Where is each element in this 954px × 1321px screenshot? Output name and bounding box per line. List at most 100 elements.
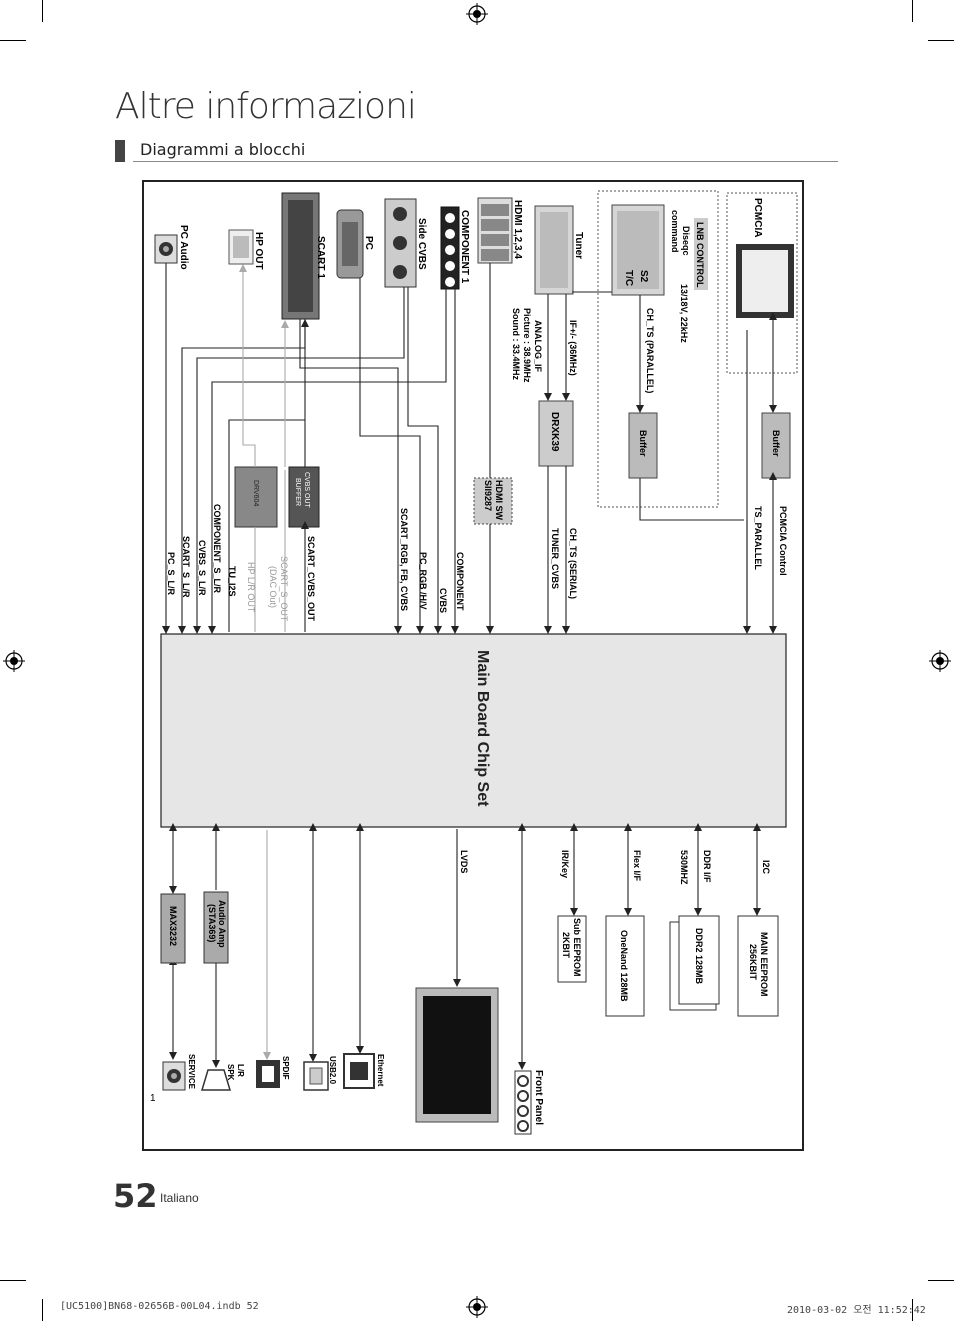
service-jack	[162, 1061, 186, 1091]
hdmi-switch-label-2: SII9287	[483, 480, 493, 511]
cvbs-out-label-1: CVBS OUT	[303, 472, 310, 509]
sub-eeprom-label-2: 2KBIT	[561, 932, 571, 959]
hdmi-switch-block	[473, 477, 513, 525]
crop-mark	[42, 0, 43, 22]
main-eeprom-label-2: 256KBIT	[748, 944, 758, 981]
sig-picture: Picture : 38.9MHz	[522, 308, 532, 383]
buffer-mid-label: Buffer	[638, 430, 648, 457]
registration-mark-right	[929, 650, 951, 672]
scart-connector	[281, 192, 320, 320]
side-cvbs-label: Side CVBS	[416, 218, 427, 270]
hp-out-label: HP OUT	[253, 232, 264, 270]
sig-analog-if: ANALOG_IF	[533, 320, 543, 373]
lcd-panel	[415, 987, 499, 1123]
lnb-control-label: LNB CONTROL	[695, 222, 705, 288]
component-label: COMPONENT 1	[459, 210, 470, 284]
audio-amp-label-2: (STA369)	[207, 904, 217, 942]
crop-mark	[0, 1280, 26, 1281]
sig-530mhz: 530MHZ	[679, 850, 689, 885]
registration-mark-left	[3, 650, 25, 672]
sig-ts-parallel: TS_PARALLEL	[753, 506, 763, 570]
sig-tuner-cvbs: TUNER_CVBS	[550, 528, 560, 589]
sig-pc-s-lr: PC_S_L/R	[166, 552, 176, 596]
audio-amp-block	[203, 891, 229, 964]
max3232-block	[160, 893, 186, 964]
buffer-mid-block	[628, 412, 658, 479]
page-language: Italiano	[160, 1191, 199, 1205]
cvbs-out-label-2: BUFFER	[294, 478, 301, 506]
audio-amp-label-1: Audio Amp	[217, 900, 227, 948]
footer-file-info: [UC5100]BN68-02656B-00L04.indb 52	[60, 1301, 259, 1312]
sig-flex-if: Flex I/F	[632, 850, 642, 882]
front-panel-label: Front Panel	[533, 1070, 544, 1125]
crop-mark	[912, 0, 913, 22]
main-board-chip-label: Main Board Chip Set	[474, 650, 491, 807]
sig-scart-rgb: SCART_RGB, FB, CVBS	[399, 508, 409, 611]
main-board-chip	[160, 633, 787, 828]
pcmcia-slot	[736, 244, 794, 318]
diagram-frame	[142, 180, 804, 1151]
tc-label: T/C	[623, 270, 634, 286]
ethernet-port	[343, 1053, 375, 1089]
s2-tc-tuner-module	[611, 204, 665, 296]
lr-label: L/R	[236, 1064, 245, 1077]
section-title: Diagrammi a blocchi	[140, 140, 306, 159]
pcmcia-label: PCMCIA	[752, 198, 763, 237]
sig-sound: Sound : 33.4MHz	[511, 308, 521, 381]
crop-mark	[912, 1299, 913, 1321]
footer-timestamp: 2010-03-02 오전 11:52:42	[787, 1305, 926, 1316]
max3232-label: MAX3232	[168, 906, 178, 946]
sub-eeprom-label-1: Sub EEPROM	[572, 918, 582, 977]
satellite-group	[597, 190, 719, 508]
sig-i2c: I2C	[761, 860, 771, 875]
sig-ch-ts-parallel: CH_TS (PARALLEL)	[645, 308, 655, 393]
sig-13-18v: 13/18V, 22kHz	[679, 284, 689, 343]
sig-dac-out: (DAC Out)	[268, 566, 278, 608]
sig-if: IF+/- (36MHz)	[568, 320, 578, 376]
pc-audio-jack	[154, 234, 178, 264]
crop-mark	[0, 40, 26, 41]
registration-mark-bottom	[466, 1296, 488, 1318]
usb-port	[303, 1061, 329, 1091]
sig-ch-ts-serial: CH_TS (SERIAL)	[568, 528, 578, 599]
sig-component-s-lr: COMPONENT_S_L/R	[212, 504, 222, 594]
sig-component: COMPONENT	[455, 552, 465, 611]
sig-pcmcia-control: PCMCIA Control	[778, 506, 788, 576]
service-label: SERVICE	[187, 1054, 196, 1090]
ethernet-label: Ethernet	[376, 1054, 385, 1087]
sig-scart-s-out: SCART_S_OUT	[279, 556, 289, 622]
spdif-port	[256, 1060, 280, 1088]
side-cvbs-connector	[384, 198, 417, 288]
sig-hp-lr-out: HP L/R OUT	[246, 562, 256, 613]
sig-pc-rgb: PC_RGB /H/V	[418, 552, 428, 610]
section-divider	[133, 161, 838, 162]
crop-mark	[42, 1299, 43, 1321]
spk-label: SPK	[226, 1064, 235, 1081]
usb-label: USB2.0	[328, 1056, 337, 1085]
page-title: Altre informazioni	[115, 86, 417, 127]
crop-mark	[928, 1280, 954, 1281]
page-number: 52	[113, 1177, 158, 1215]
sig-cvbs: CVBS	[438, 588, 448, 613]
lnb-control-box	[694, 218, 708, 290]
buffer-top-label: Buffer	[771, 430, 781, 457]
tuner-module	[534, 205, 574, 295]
drxk39-block	[538, 400, 574, 467]
hdmi-connectors	[477, 197, 513, 264]
pc-audio-label: PC Audio	[178, 225, 189, 270]
tuner-label: Tuner	[573, 232, 584, 259]
crop-mark	[928, 40, 954, 41]
sig-scart-cvbs-out: SCART_CVBS_OUT	[306, 536, 316, 622]
sig-tu-i2s: TU_I2S	[227, 566, 237, 597]
front-panel-connector	[514, 1070, 532, 1135]
drxk39-label: DRXK39	[549, 412, 560, 452]
drv604-label: DRV604	[252, 480, 259, 506]
drv604-block	[234, 466, 278, 528]
command-label: command	[670, 210, 680, 253]
sig-cvbs-s-lr: CVBS_S_L/R	[197, 540, 207, 596]
ddr2-label: DDR2 128MB	[694, 928, 704, 985]
onenand-block	[605, 915, 645, 1017]
component-connector	[440, 206, 460, 290]
diseqc-label: Diseqc	[681, 226, 691, 256]
